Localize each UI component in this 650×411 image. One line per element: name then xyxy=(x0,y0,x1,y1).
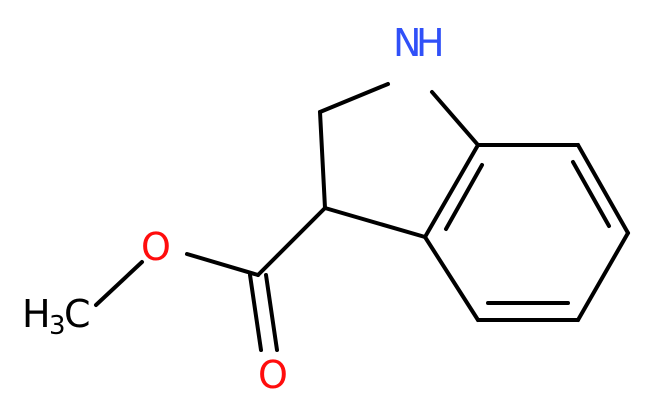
bond-n-ch2 xyxy=(318,82,390,114)
bond-c7-c6-inner xyxy=(571,160,611,228)
bond-c6-c5 xyxy=(576,231,630,322)
bond-c7-c6 xyxy=(576,143,630,235)
bond-carbonyl-c-ester-o xyxy=(185,252,260,277)
bond-c4-c3a xyxy=(423,235,480,322)
bond-carbonyl-double-a xyxy=(248,273,263,352)
bond-ch2-c3 xyxy=(318,110,327,210)
methyl-h-label: H xyxy=(22,292,51,336)
methyl-subscript: 3 xyxy=(49,311,66,341)
bond-c3-carbonyl-c xyxy=(256,206,327,277)
bond-c7a-c3a xyxy=(423,143,480,239)
methyl-c-label: C xyxy=(64,292,91,336)
nh-hydrogen-label: H xyxy=(416,21,445,65)
carbonyl-oxygen-label: O xyxy=(258,353,288,397)
bond-c7a-c3a-inner xyxy=(444,163,484,231)
ester-oxygen-label: O xyxy=(141,225,171,269)
bond-c3-c3a xyxy=(323,206,427,239)
bond-n-c7a xyxy=(430,90,480,147)
bond-ester-o-methyl xyxy=(94,260,144,307)
bond-carbonyl-double-b xyxy=(264,273,279,352)
nitrogen-atom-label: N xyxy=(393,21,421,65)
